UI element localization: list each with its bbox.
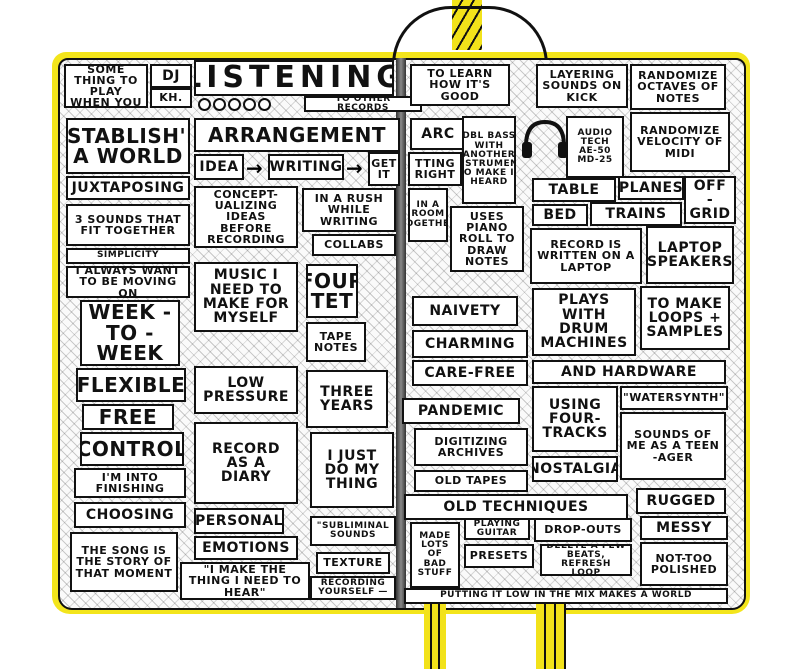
note-week-to-week: Week - to - week (80, 300, 180, 366)
note-laptop-speakers: Laptop speakers (646, 226, 734, 284)
elastic-band (392, 6, 548, 65)
note-something-to-play: Some thing to play when you (64, 64, 148, 108)
note-playing-guitar: Playing guitar (464, 518, 530, 540)
note-listening: Listening (194, 60, 394, 96)
note-arc: Arc (410, 118, 466, 150)
note-texture: Texture (316, 552, 390, 574)
note-three-years: Three years (306, 370, 388, 428)
note-control: Control (80, 432, 184, 466)
note-randomize-octaves: randomize octaves of notes (630, 64, 726, 110)
note-presets: Presets (464, 544, 534, 568)
note-trains: trains (590, 202, 682, 226)
note-simplicity: Simplicity (66, 248, 190, 264)
note-putting-it-low: putting it low in the mix makes a world (404, 588, 728, 604)
note-writing: writing (268, 154, 344, 180)
note-established-world: Establish'd a world (66, 118, 190, 174)
note-emotions: Emotions (194, 536, 298, 560)
note-collabs: Collabs (312, 234, 396, 256)
note-and-hardware: And hardware (532, 360, 726, 384)
note-to-other-records: to other records (304, 96, 422, 112)
note-free: Free (82, 404, 174, 430)
note-music-myself: Music I need to make for myself (194, 262, 298, 332)
note-into-finishing: I'm into finishing (74, 468, 186, 498)
note-subliminal: "Subliminal sounds (310, 516, 396, 546)
note-made-lots: Made lots of bad stuff (410, 522, 460, 588)
note-in-a-room: In a room together (408, 188, 448, 242)
note-audio-tech: Audio tech AE-50 MD-25 (566, 116, 624, 178)
note-bed: bed (532, 204, 588, 226)
note-record-laptop: Record is written on a laptop (530, 228, 642, 284)
note-not-too-polished: Not-too polished (640, 542, 728, 586)
note-randomize-velocity: randomize velocity of midi (630, 112, 730, 172)
note-flexible: Flexible (76, 368, 186, 402)
bookmark-ribbon-bottom-2 (536, 600, 566, 669)
note-dj: DJ (150, 64, 192, 88)
note-layering: layering sounds on kick (536, 64, 628, 108)
note-make-the-thing: "I make the thing I need to hear" (180, 562, 310, 600)
note-record-diary: Record as a diary (194, 422, 298, 504)
note-kh: KH. (150, 88, 192, 108)
arrow-icon-2: → (346, 156, 363, 180)
note-old-techniques: Old techniques (404, 494, 628, 520)
note-digitizing: Digitizing archives (414, 428, 528, 466)
note-getting-right: tting right (408, 152, 462, 186)
note-sounds-teenager: Sounds of me as a teen -ager (620, 412, 726, 480)
note-charming: Charming (412, 330, 528, 358)
note-drop-outs: Drop-outs (534, 518, 632, 542)
note-song-story: The song is the story of that moment (70, 532, 178, 592)
note-loops-samples: To make loops + samples (640, 286, 730, 350)
headphones-icon (522, 119, 568, 158)
note-i-just-do: I just do my thing (310, 432, 394, 508)
note-old-tapes: Old tapes (414, 470, 528, 492)
note-pandemic: Pandemic (402, 398, 520, 424)
note-conceptualizing: Concept- ualizing ideas before recording (194, 186, 298, 248)
record-circles-decoration (198, 98, 271, 111)
note-four-tet: Four Tet (306, 264, 358, 318)
note-always-moving: I always want to be moving on (66, 266, 190, 298)
note-watersynth: "Watersynth" (620, 386, 728, 410)
note-in-a-rush: In a rush while writing (302, 188, 396, 232)
note-nostalgia: Nostalgia (532, 456, 618, 482)
arrow-icon: → (246, 156, 263, 180)
note-juxtaposing: Juxtaposing (66, 176, 190, 200)
note-planes: planes (618, 176, 684, 200)
note-tape-notes: Tape notes (306, 322, 366, 362)
note-messy: Messy (640, 516, 728, 540)
bookmark-ribbon-bottom (424, 600, 446, 669)
note-choosing: Choosing (74, 502, 186, 528)
note-off-grid: off -grid (684, 176, 736, 224)
note-personal: Personal (194, 508, 284, 534)
note-low-pressure: Low pressure (194, 366, 298, 414)
note-naivety: Naivety (412, 296, 518, 326)
note-three-sounds: 3 sounds that fit together (66, 204, 190, 246)
notebook-spine (396, 58, 406, 608)
note-table: table (532, 178, 616, 202)
note-get-it: get it (368, 152, 400, 186)
note-delete-beats: Delete a few beats, refresh loop (540, 544, 632, 576)
note-dbl-bass: DBL bass with another instrument to make… (462, 116, 516, 204)
note-recording-yourself: Recording yourself — (310, 576, 396, 600)
note-rugged: Rugged (636, 488, 726, 514)
note-idea: Idea (194, 154, 244, 180)
note-to-learn: to learn how it's good (410, 64, 510, 106)
note-plays-drum: Plays with drum machines (532, 288, 636, 356)
note-care-free: Care-free (412, 360, 528, 386)
note-piano-roll: Uses piano roll to draw notes (450, 206, 524, 272)
note-arrangement: Arrangement (194, 118, 400, 152)
note-using-four-tracks: Using four- tracks (532, 386, 618, 452)
